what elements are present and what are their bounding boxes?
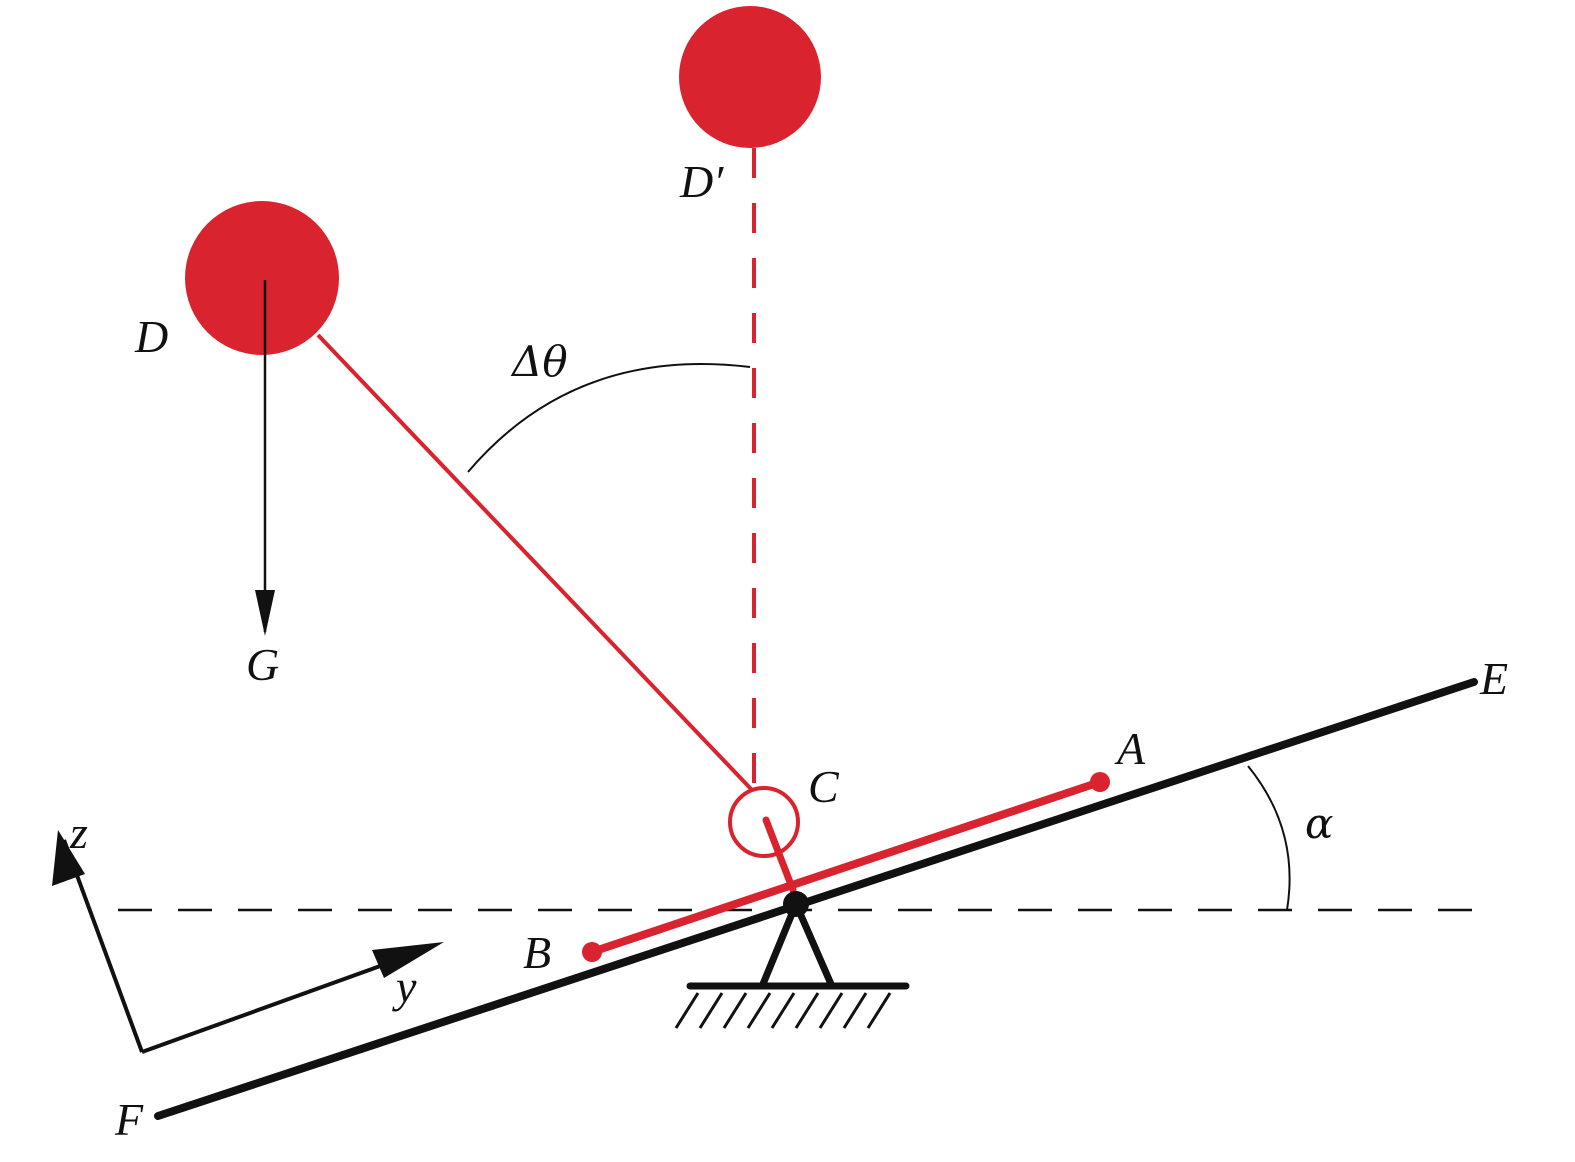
pendulum-rod — [316, 333, 754, 792]
point-B-marker — [582, 942, 602, 962]
label-F: F — [114, 1094, 144, 1145]
label-delta-theta: Δθ — [510, 337, 568, 386]
pendulum-bob-D-prime — [679, 6, 821, 148]
label-E: E — [1479, 653, 1508, 704]
label-G: G — [246, 639, 279, 690]
z-axis-arrowhead — [52, 830, 85, 886]
label-alpha: α — [1305, 799, 1333, 848]
y-axis-arrowhead — [372, 942, 444, 978]
label-A: A — [1114, 723, 1146, 774]
gravity-arrowhead — [255, 590, 275, 636]
label-z: z — [69, 807, 88, 858]
delta-theta-arc — [467, 363, 751, 473]
point-A-marker — [1090, 772, 1110, 792]
inclined-beam-FE — [154, 678, 1478, 1120]
red-bar-AB — [588, 778, 1104, 956]
label-C: C — [808, 761, 840, 812]
hinge-C-circle — [728, 786, 800, 858]
red-link-C — [762, 816, 797, 894]
pendulum-bob-D — [185, 201, 339, 355]
label-D: D — [134, 311, 168, 362]
label-y: y — [392, 961, 417, 1012]
label-B: B — [523, 927, 551, 978]
alpha-arc — [1247, 765, 1291, 911]
label-D-prime: D′ — [679, 156, 724, 207]
pivot-support — [674, 891, 910, 1029]
